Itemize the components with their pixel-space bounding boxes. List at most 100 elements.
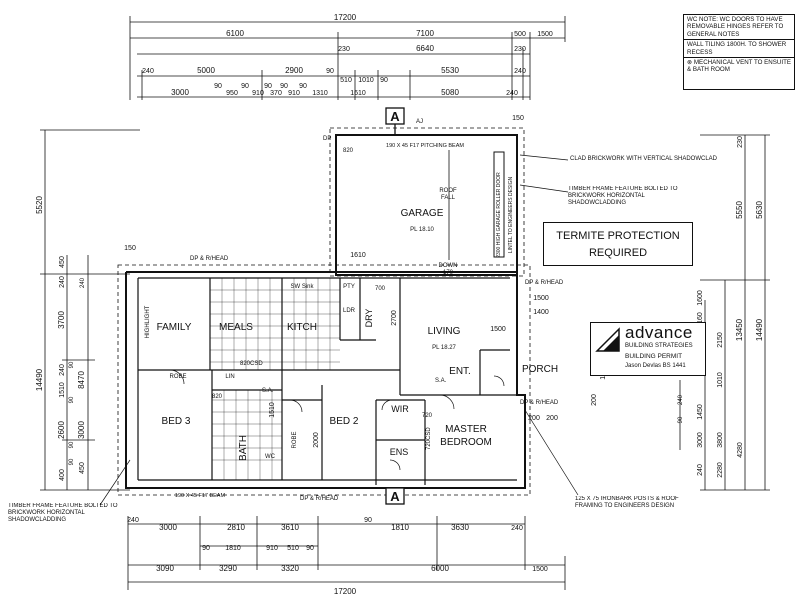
smoke-alarm-1: S.A. — [262, 388, 274, 394]
dim-bot-90a: 90 — [364, 517, 372, 524]
room-wir: WIR — [391, 404, 409, 414]
dim-bot-1810: 1810 — [391, 523, 409, 532]
top-dimensions — [129, 16, 566, 100]
dim-top-7100: 7100 — [416, 29, 434, 38]
stamp-brand: advance — [625, 323, 693, 342]
dim-top-3000: 3000 — [171, 88, 189, 97]
building-walls — [125, 134, 526, 489]
dim-right-3800: 3800 — [717, 432, 724, 448]
timber-callout-left: TIMBER FRAME FEATURE BOLTED TO BRICKWORK… — [8, 503, 118, 523]
dim-left-240a: 240 — [59, 276, 66, 288]
dim-2700: 2700 — [391, 310, 398, 326]
room-ldr: LDR — [343, 308, 356, 314]
dim-left-14490: 14490 — [35, 368, 44, 391]
dim-top-r5-90a: 90 — [214, 83, 222, 90]
lintel-label: LINTEL TO ENGINEERS DESIGN — [508, 176, 514, 253]
dim-top-950: 950 — [226, 90, 238, 97]
termite-box: TERMITE PROTECTION REQUIRED — [543, 222, 693, 266]
dim-top-5000: 5000 — [197, 66, 215, 75]
lin-label: LIN — [225, 374, 234, 380]
dim-top-r5-90e: 90 — [299, 83, 307, 90]
dim-left-450a: 450 — [59, 256, 66, 268]
dim-right-240b: 240 — [678, 394, 684, 405]
room-living: LIVING — [428, 326, 461, 337]
dim-bot-3610: 3610 — [281, 523, 299, 532]
dim-right-240: 240 — [697, 464, 704, 476]
smoke-alarm-2: S.A. — [435, 378, 447, 384]
garage-height: PL 18.10 — [410, 227, 434, 233]
aj-label-top: AJ — [416, 119, 423, 125]
down-label: DOWN — [439, 263, 458, 269]
dim-right-2280: 2280 — [717, 462, 724, 478]
dim-2000: 2000 — [313, 432, 320, 448]
dim-top-240a: 240 — [142, 68, 154, 75]
dim-top-1610: 1610 — [350, 90, 366, 97]
dim-top-r5-90b: 90 — [241, 83, 249, 90]
posts-callout: 125 X 75 IRONBARK POSTS & ROOF FRAMING T… — [575, 496, 679, 509]
dim-top-910a: 910 — [252, 90, 264, 97]
dim-left-90b: 90 — [69, 396, 75, 403]
dim-right-230: 230 — [737, 136, 744, 148]
dim-right-1010: 1010 — [717, 372, 724, 388]
dim-1500-right: 1500 — [533, 295, 549, 302]
section-marker-top: A AJ — [385, 107, 423, 135]
dim-top-1500: 1500 — [537, 31, 553, 38]
dim-right-2150: 2150 — [717, 332, 724, 348]
sink-label: SW Sink — [290, 284, 314, 290]
dim-right-5630: 5630 — [755, 201, 764, 219]
room-pty: PTY — [343, 284, 355, 290]
wc-note: WC NOTE: WC DOORS TO HAVE REMOVABLE HING… — [684, 15, 794, 41]
advance-logo-icon — [595, 327, 620, 352]
roller-door-label: 2300 HIGH GARAGE ROLLER DOOR — [496, 172, 502, 258]
dim-top-1310: 1310 — [312, 90, 328, 97]
room-garage: GARAGE — [401, 208, 444, 219]
dim-left-2600: 2600 — [57, 421, 66, 439]
highlight-label: HIGHLIGHT — [145, 305, 151, 338]
dim-bot-3290: 3290 — [219, 564, 237, 573]
dim-bot-r2-90b: 90 — [306, 545, 314, 552]
section-label-top: A — [390, 109, 400, 124]
dim-right-3000: 3000 — [697, 432, 704, 448]
dp-label: DP — [323, 136, 331, 142]
dim-right-14490: 14490 — [755, 318, 764, 341]
dim-bot-3000: 3000 — [159, 523, 177, 532]
dim-top-r5-90d: 90 — [280, 83, 288, 90]
dim-top-510: 510 — [340, 77, 352, 84]
dim-top-230a: 230 — [338, 46, 350, 53]
dim-top-overall: 17200 — [334, 13, 357, 22]
robe-label: ROBE — [169, 374, 186, 380]
room-ens: ENS — [390, 447, 409, 457]
dim-top-5080: 5080 — [441, 88, 459, 97]
termite-line2: REQUIRED — [588, 247, 648, 259]
stamp-sub: BUILDING STRATEGIES — [625, 343, 693, 349]
dp-rhead-porch: DP & R/HEAD — [520, 400, 559, 406]
dim-top-90a: 90 — [326, 68, 334, 75]
dim-left-1510: 1510 — [59, 382, 66, 398]
dim-820-bed3: 820 — [212, 394, 223, 400]
dim-720: 720 — [422, 413, 433, 419]
room-meals: MEALS — [219, 322, 253, 333]
dim-left-450b: 450 — [79, 462, 86, 474]
stamp-signature: Jason Devlas BS 1441 — [625, 363, 686, 369]
dim-bot-3090: 3090 — [156, 564, 174, 573]
beam-label: 190 X 45 F17 BEAM — [175, 493, 226, 499]
dim-bot-overall: 17200 — [334, 587, 357, 596]
room-kitch: KITCH — [287, 322, 317, 333]
dim-left-8470: 8470 — [77, 371, 86, 389]
clad-callout: CLAD BRICKWORK WITH VERTICAL SHADOWCLAD — [570, 156, 718, 162]
dim-right-1600: 1600 — [697, 290, 704, 306]
dp-rhead-bottom: DP & R/HEAD — [300, 496, 339, 502]
section-marker-bottom: A — [385, 487, 405, 505]
dim-top-370: 370 — [270, 90, 282, 97]
dp-rhead-left: DP & R/HEAD — [190, 256, 229, 262]
dim-right-90: 90 — [678, 416, 684, 423]
room-bath: BATH — [238, 435, 249, 461]
building-permit-stamp: advance BUILDING STRATEGIES BUILDING PER… — [590, 322, 706, 376]
dim-left-3700: 3700 — [57, 311, 66, 329]
interior-walls — [137, 277, 517, 485]
dim-top-r5-90c: 90 — [264, 83, 272, 90]
room-bed3: BED 3 — [162, 416, 191, 427]
dim-bot-240b: 240 — [511, 525, 523, 532]
dim-720csd: 720CSD — [426, 427, 432, 450]
dim-left-90c: 90 — [69, 441, 75, 448]
